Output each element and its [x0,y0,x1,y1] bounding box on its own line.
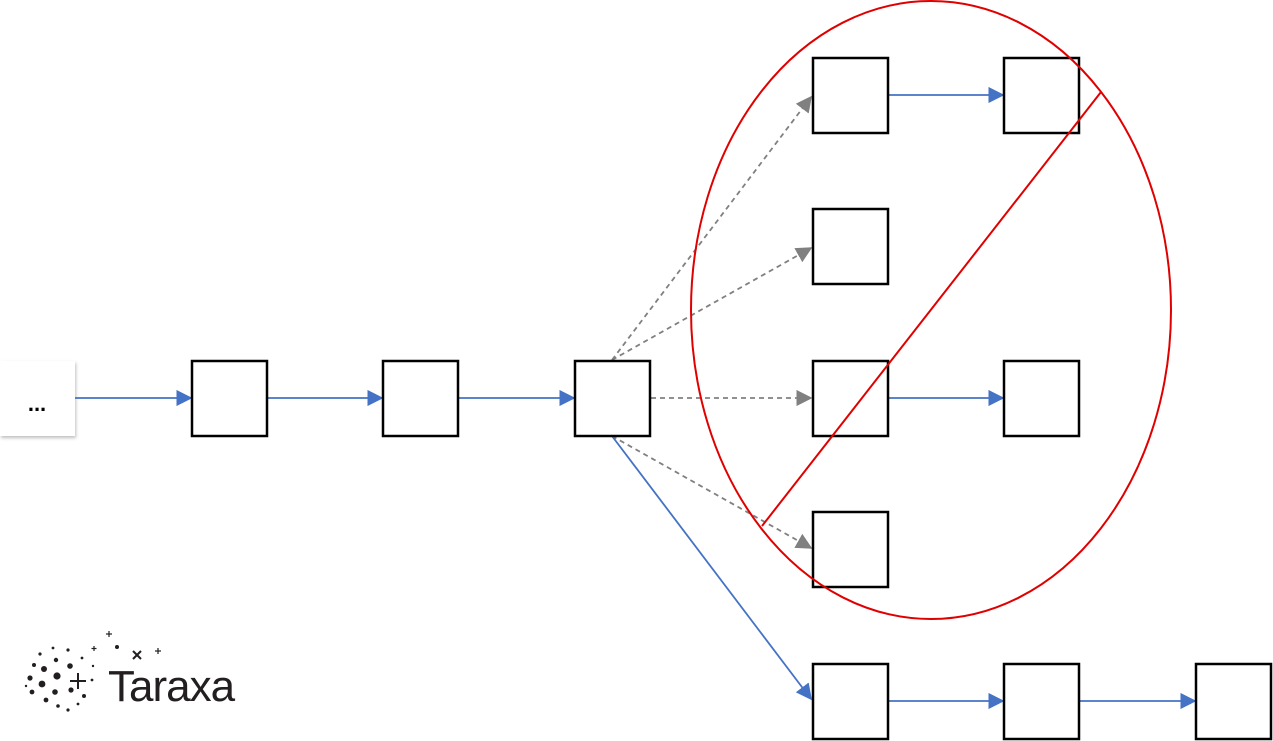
start-node-label: ... [28,391,46,416]
winner-block [811,662,890,741]
candidate-edge-4 [611,435,813,549]
candidate-block-3-child [1002,359,1081,438]
rejected-fork-overlay [690,0,1172,620]
block-3 [573,359,652,438]
candidate-edge-1 [611,95,812,361]
rejection-ellipse [690,0,1172,620]
start-node: ... [0,361,75,436]
candidate-block-3 [811,359,890,438]
candidate-block-4 [811,510,890,589]
candidate-block-2 [811,207,890,286]
winner-next-block [1002,662,1081,741]
block-1 [190,359,269,438]
candidate-block-1 [811,56,890,135]
taraxa-logo-text: Taraxa [108,662,235,711]
rejection-slash [761,91,1102,527]
winner-last-block [1194,662,1273,741]
candidate-block-1-child [1002,56,1081,135]
main-chain-edges [75,86,1197,710]
candidate-edge-2 [611,247,813,361]
candidate-edges [611,95,813,549]
edge-block3-to-winner [611,435,812,701]
taraxa-logo-icon [24,631,161,712]
blocks [190,56,1273,741]
block-2 [381,359,460,438]
